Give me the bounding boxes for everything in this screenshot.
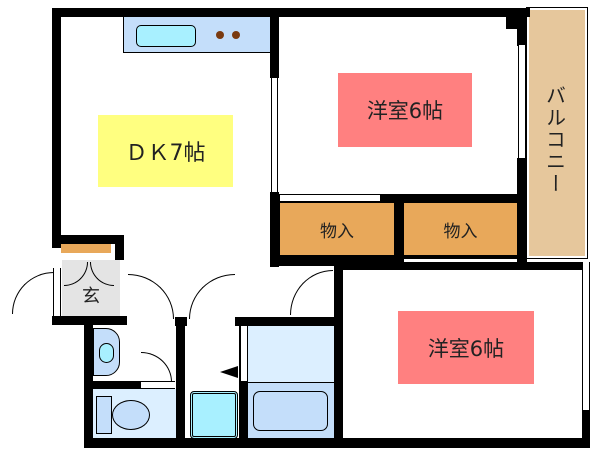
stove-burner-icon: [232, 31, 240, 39]
wall: [239, 318, 248, 448]
mirror-cabinet-icon: [220, 366, 238, 378]
entrance-floor: [62, 260, 120, 318]
wall: [235, 317, 340, 326]
basin-bowl: [99, 343, 114, 363]
wall: [506, 16, 518, 29]
wall: [93, 381, 141, 389]
window: [518, 45, 526, 160]
toilet-tank: [96, 396, 112, 434]
wall: [84, 438, 590, 448]
toilet-inner-door[interactable]: [141, 352, 172, 382]
closet-door[interactable]: [280, 194, 380, 202]
front-door[interactable]: [12, 272, 54, 314]
toilet-door[interactable]: [128, 274, 174, 319]
washroom-door[interactable]: [189, 274, 235, 319]
window: [582, 262, 590, 412]
front-door-frame: [53, 268, 61, 318]
room-2-door[interactable]: [290, 270, 333, 315]
balcony-label: バルコニー: [542, 85, 567, 195]
wall: [334, 262, 343, 448]
closet-1: 物入: [280, 203, 394, 255]
dk-label: ＤＫ7帖: [98, 115, 233, 187]
wall: [52, 235, 124, 244]
toilet-bowl: [112, 400, 150, 430]
wall: [517, 8, 527, 46]
western-room-1-label: 洋室6帖: [338, 73, 472, 147]
western-room-2-label: 洋室6帖: [398, 311, 534, 384]
bath-door[interactable]: [240, 326, 248, 381]
wall: [84, 318, 93, 448]
wall: [270, 8, 279, 78]
entrance-label: 玄: [82, 286, 100, 307]
wall: [334, 262, 590, 270]
sliding-door[interactable]: [271, 78, 278, 193]
toilet-door-frame: [141, 381, 175, 389]
bath-washing-area: [248, 326, 334, 382]
wall: [176, 318, 185, 448]
wall: [52, 8, 61, 248]
shoe-shelf: [61, 244, 111, 253]
bathtub: [253, 391, 328, 431]
closet-2: 物入: [404, 203, 517, 255]
wall: [115, 235, 124, 260]
stove-burner-icon: [216, 31, 224, 39]
wall: [52, 8, 530, 17]
sink: [136, 25, 196, 47]
wall: [582, 410, 590, 448]
washing-machine-pan: [190, 391, 238, 439]
balcony: [526, 7, 588, 259]
